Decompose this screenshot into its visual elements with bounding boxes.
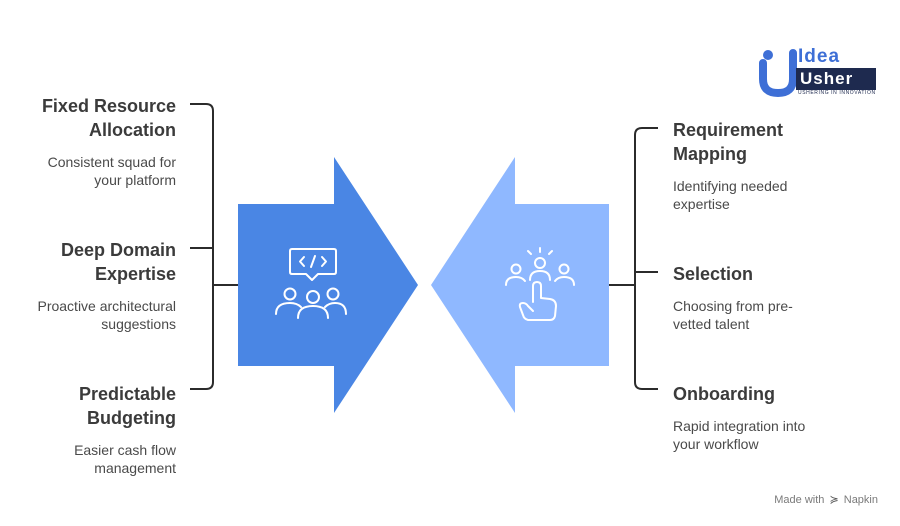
- left-item-1-desc: Consistent squad for your platform: [47, 154, 176, 188]
- left-item-2-desc: Proactive architectural suggestions: [37, 298, 176, 332]
- logo-tagline: USHERING IN INNOVATION: [798, 90, 876, 96]
- right-item-3-desc: Rapid integration into your workflow: [673, 418, 806, 452]
- logo-u-icon: [759, 49, 797, 97]
- left-item-3-desc: Easier cash flow management: [74, 442, 176, 476]
- made-with-napkin: Made with ≽ Napkin: [774, 493, 878, 506]
- right-item-2-title: Selection: [673, 264, 754, 284]
- right-item-2-desc: Choosing from pre- vetted talent: [673, 298, 793, 332]
- footer-made-with: Made with: [774, 494, 825, 506]
- left-item-1-title: Fixed Resource Allocation: [41, 96, 176, 140]
- napkin-icon: ≽: [829, 494, 839, 506]
- logo-word-usher: Usher: [796, 68, 876, 90]
- code-team-icon: [275, 248, 347, 319]
- footer-brand: Napkin: [843, 494, 878, 506]
- left-bracket: [190, 103, 238, 390]
- right-bracket: [609, 127, 658, 390]
- left-item-2-title: Deep Domain Expertise: [60, 240, 176, 284]
- left-arrow-shape: [238, 157, 418, 413]
- select-person-icon: [505, 247, 575, 321]
- logo-word-idea: Idea: [798, 46, 841, 67]
- right-item-1-desc: Identifying needed expertise: [673, 178, 788, 212]
- left-item-3-title: Predictable Budgeting: [78, 384, 176, 428]
- idea-usher-logo: Idea Usher USHERING IN INNOVATION: [758, 47, 880, 97]
- right-arrow-shape: [431, 157, 609, 413]
- right-item-1-title: Requirement Mapping: [673, 120, 784, 164]
- right-item-3-title: Onboarding: [673, 384, 775, 404]
